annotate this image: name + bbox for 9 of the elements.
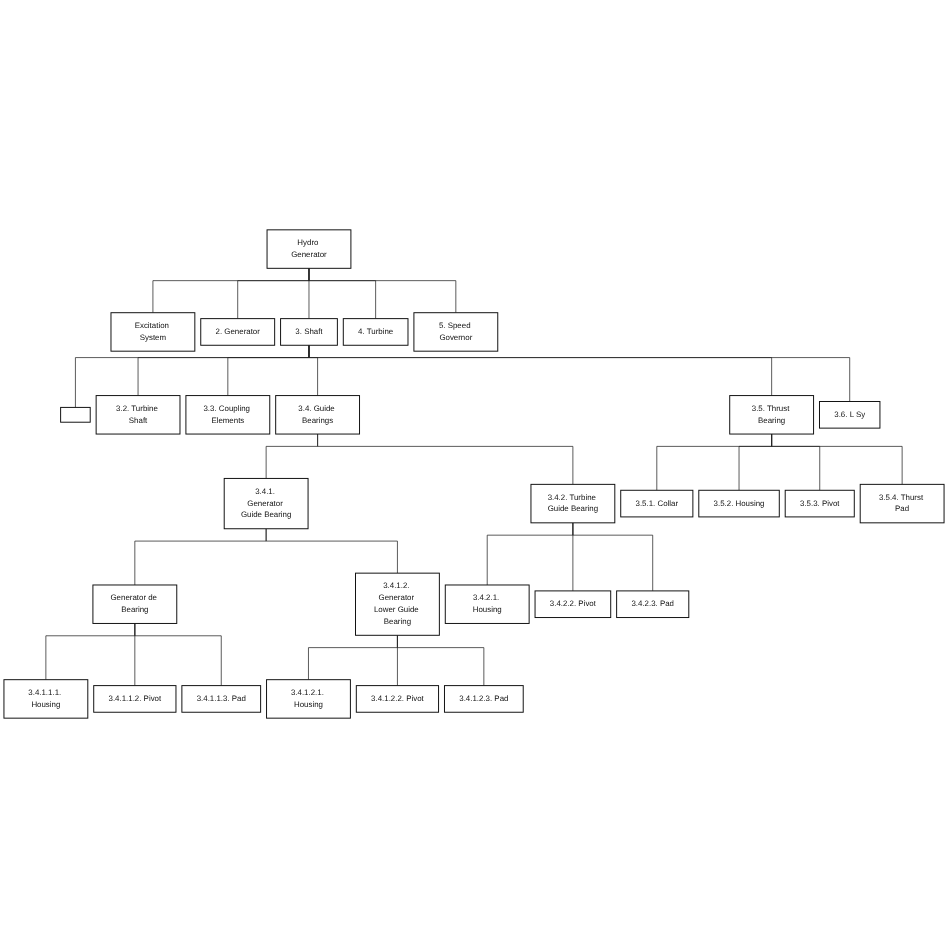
connector (265, 528, 398, 574)
connector (572, 522, 654, 592)
connector (308, 344, 851, 402)
connector (308, 267, 457, 314)
connector (134, 623, 222, 686)
node-box (60, 406, 91, 423)
connector (397, 634, 485, 686)
connector (771, 433, 903, 485)
connector (317, 433, 574, 485)
